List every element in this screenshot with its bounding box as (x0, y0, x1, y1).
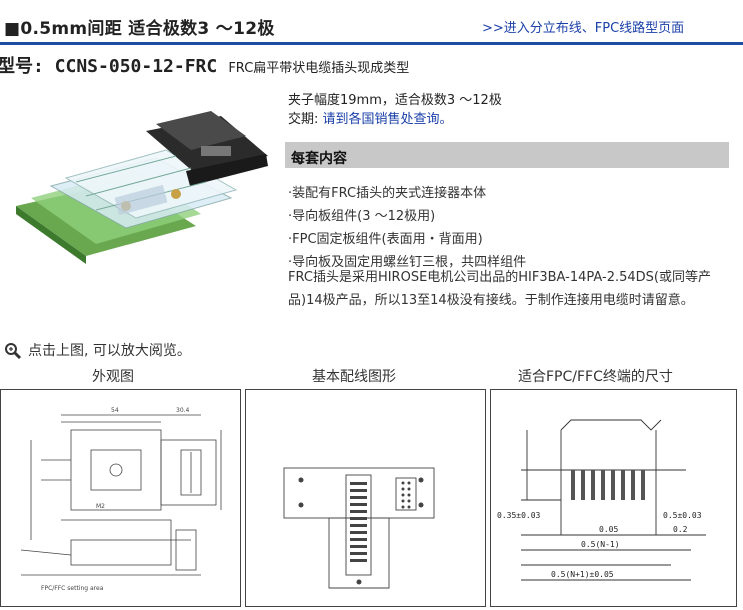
wiring-drawing (283, 467, 435, 589)
model-line: 型号: CCNS-050-12-FRC FRC扁平带状电缆插头现成类型 (0, 52, 409, 78)
header-divider (0, 42, 743, 45)
model-number: 型号: CCNS-050-12-FRC (0, 56, 218, 77)
model-subtitle: FRC扁平带状电缆插头现成类型 (228, 61, 410, 76)
magnifier-icon (5, 343, 22, 360)
wiring-caption: 基本配线图形 (312, 369, 396, 385)
svg-text:54: 54 (111, 407, 119, 414)
contents-title: 每套内容 (291, 151, 347, 167)
contents-header-bar (285, 142, 729, 168)
dim-label: 0.2 (673, 525, 688, 534)
zoom-hint-text: 点击上图, 可以放大阅览。 (28, 343, 191, 359)
wiring-drawing-panel[interactable] (245, 389, 486, 607)
contents-description: FRC插头是采用HIROSE电机公司出品的HIF3BA-14PA-2.54DS(… (288, 270, 711, 308)
fpc-wiring-page-link[interactable]: >>进入分立布线、FPC线路型页面 (482, 21, 685, 36)
exterior-caption: 外观图 (92, 369, 134, 385)
dim-label: 0.5(N+1)±0.05 (551, 570, 614, 579)
dim-label: 0.5±0.03 (663, 511, 702, 520)
delivery-inquiry-link[interactable]: 请到各国销售处查询。 (322, 112, 453, 127)
fpc-dimension-panel[interactable]: 0.35±0.03 0.5±0.03 0.05 0.5(N-1) 0.2 0.5… (490, 389, 737, 607)
product-photo[interactable] (6, 86, 274, 276)
exterior-drawing-panel[interactable]: 54 30.4 M2 FPC/FFC setting area (0, 389, 241, 607)
contents-item: ·FPC固定板组件(表面用・背面用) (288, 232, 483, 247)
fpc-dimension-drawing: 0.35±0.03 0.5±0.03 0.05 0.5(N-1) 0.2 0.5… (497, 419, 706, 581)
exterior-drawing: 54 30.4 M2 FPC/FFC setting area (20, 407, 222, 592)
pitch-spec: 夹子幅度19mm，适合极数3 ～12极 (288, 93, 502, 108)
section-title: ■0.5mm间距 适合极数3 ～12极 (4, 19, 275, 39)
fpc-caption: 适合FPC/FFC终端的尺寸 (518, 369, 673, 385)
svg-text:30.4: 30.4 (176, 407, 190, 414)
dim-label: 0.05 (599, 525, 618, 534)
delivery-label: 交期: (288, 112, 323, 127)
delivery-info: 交期: 请到各国销售处查询。 (288, 108, 453, 127)
dim-label: 0.35±0.03 (497, 511, 541, 520)
svg-text:FPC/FFC setting area: FPC/FFC setting area (41, 585, 104, 592)
zoom-hint: 点击上图, 可以放大阅览。 (4, 340, 191, 360)
contents-item: ·装配有FRC插头的夹式连接器本体 (288, 186, 487, 201)
dim-label: 0.5(N-1) (581, 540, 620, 549)
svg-text:M2: M2 (96, 503, 105, 510)
contents-item: ·导向板组件(3 ～12极用) (288, 209, 436, 224)
contents-item: ·导向板及固定用螺丝钉三根，共四样组件 (288, 255, 527, 270)
